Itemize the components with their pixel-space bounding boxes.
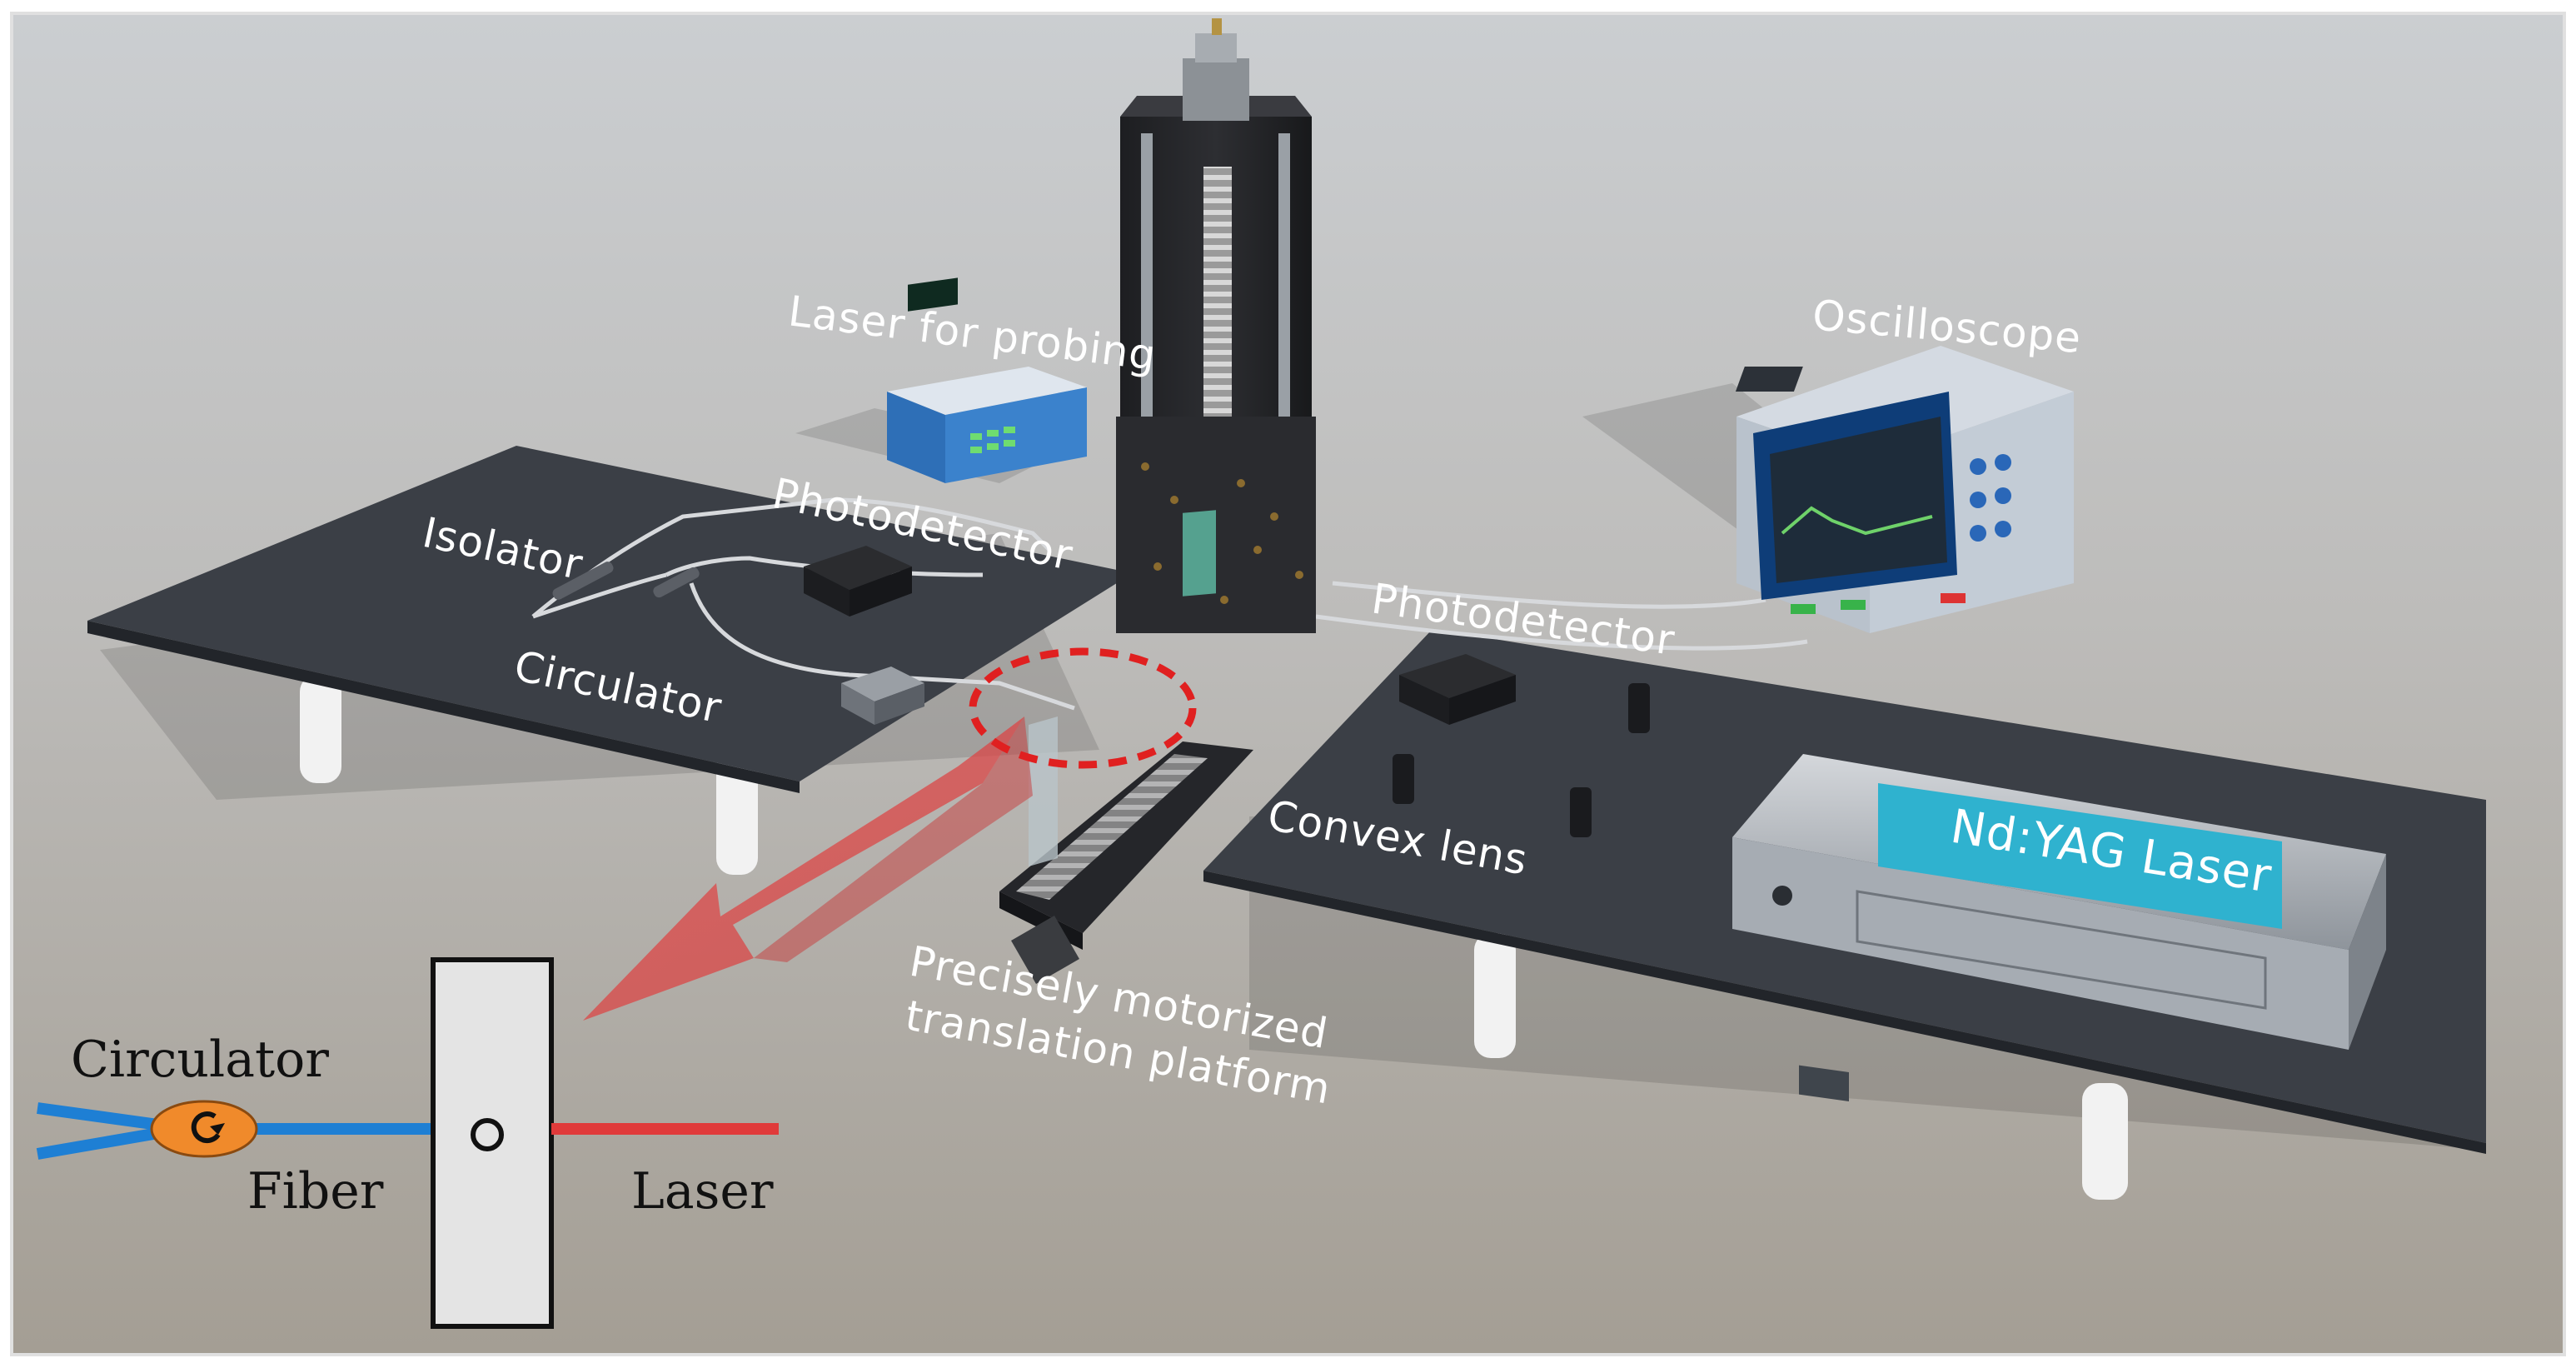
table-legs [300,675,2128,1200]
sample-slide [1029,716,1058,866]
fiber-branch-lower [36,1127,160,1160]
inset-label-circulator: Circulator [71,1031,329,1089]
sample-block [431,957,554,1329]
frame-border [10,12,2566,1356]
inset-label-fiber: Fiber [247,1162,384,1221]
nd-yag-laser-device [1732,754,2386,1102]
oscilloscope-device [1735,346,2074,633]
circulator-arrow-icon [191,1111,221,1144]
magnification-arrow [583,716,1033,1021]
lens-mounts [1393,683,1650,837]
fiber-coupler-box [841,667,924,725]
circulator-component [653,567,700,598]
inset-label-laser: Laser [631,1162,774,1221]
horizontal-translation-stage [999,741,1253,984]
circulator-symbol [150,1100,258,1158]
photodetector-left-device [804,546,912,617]
vertical-translation-stage [1116,18,1316,633]
highlight-ring [969,647,1197,769]
fiber-branch-upper [37,1102,159,1131]
fiber-core-icon [471,1118,504,1151]
photodetector-right-device [1399,654,1516,725]
inset-schematic: Circulator Fiber Laser [36,957,779,1329]
probing-laser-device [887,277,1087,483]
isolator-device [552,562,614,600]
fiber-cables [531,497,1808,711]
